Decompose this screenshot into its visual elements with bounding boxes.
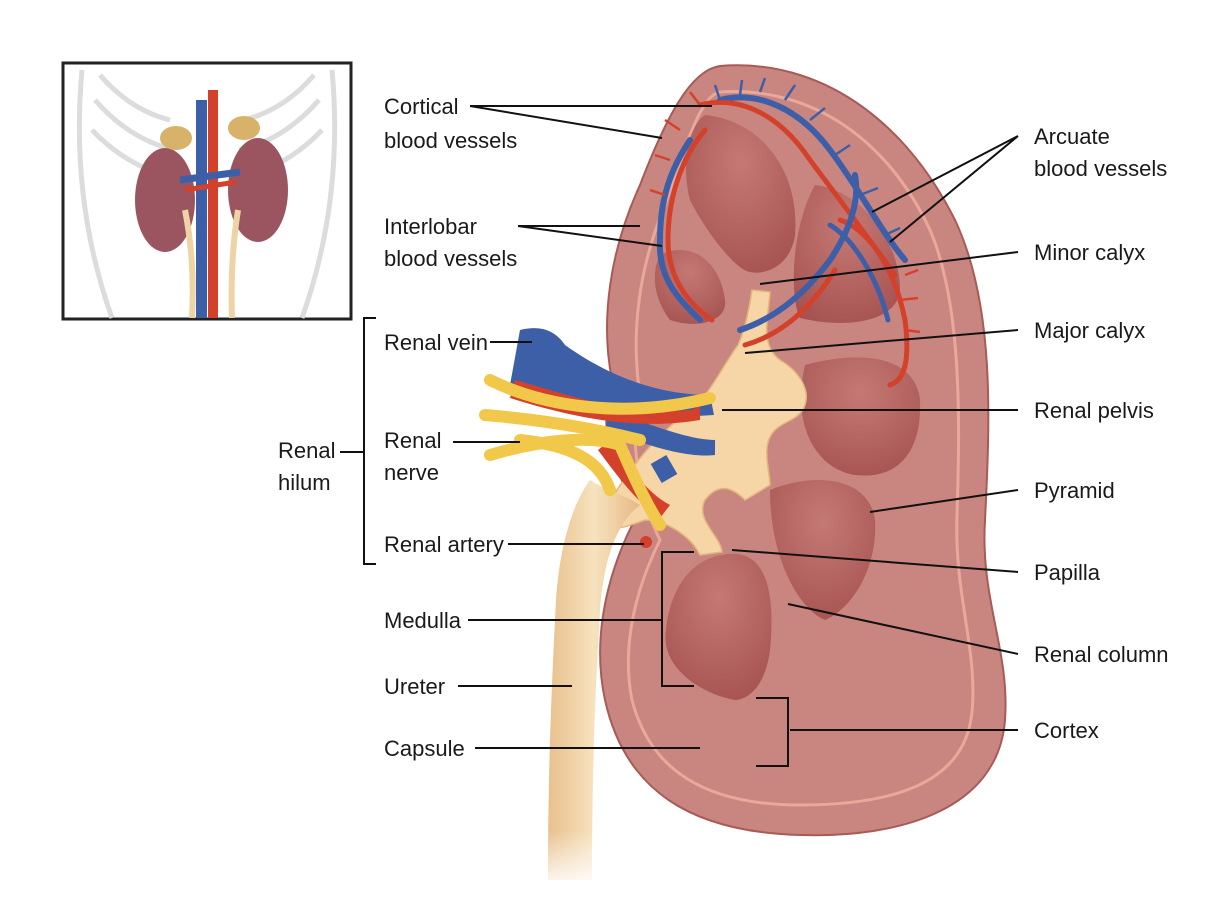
- pyramid-top: [685, 115, 796, 273]
- label-papilla: Papilla: [1034, 560, 1101, 585]
- label-major-calyx: Major calyx: [1034, 318, 1145, 343]
- inset-body-view: [61, 61, 353, 321]
- label-cortex: Cortex: [1034, 718, 1099, 743]
- ureter-shape: [548, 480, 640, 880]
- leader-papilla: [731, 549, 1019, 573]
- label-cortical-line2: blood vessels: [384, 128, 517, 153]
- label-medulla: Medulla: [384, 608, 462, 633]
- inset-vena-cava: [196, 100, 207, 318]
- medulla-bracket: [661, 551, 694, 687]
- hilum-bracket: [340, 317, 376, 565]
- kidney-section: [479, 64, 1007, 890]
- label-pyramid: Pyramid: [1034, 478, 1115, 503]
- renal-nerve-icon: [479, 374, 716, 531]
- labels-left: Cortical blood vessels Interlobar blood …: [278, 94, 517, 761]
- label-renal-artery: Renal artery: [384, 532, 504, 557]
- inset-ureter-right: [228, 209, 241, 319]
- cortex-bracket: [756, 697, 789, 767]
- leader-interlobar: [517, 225, 663, 247]
- label-interlobar-line2: blood vessels: [384, 246, 517, 271]
- cortical-vessel-twigs: [649, 77, 921, 334]
- label-capsule: Capsule: [384, 736, 465, 761]
- label-renal-nerve-line2: nerve: [384, 460, 439, 485]
- label-interlobar-line1: Interlobar: [384, 214, 477, 239]
- label-ureter: Ureter: [384, 674, 445, 699]
- pyramid-middle: [770, 480, 876, 620]
- leader-lines: [340, 105, 1019, 767]
- label-renal-vein: Renal vein: [384, 330, 488, 355]
- inset-aorta: [208, 90, 218, 318]
- labels-right: Arcuate blood vessels Minor calyx Major …: [1034, 124, 1169, 743]
- label-minor-calyx: Minor calyx: [1034, 240, 1145, 265]
- pyramid-bottom: [665, 553, 772, 700]
- label-cortical-line1: Cortical: [384, 94, 459, 119]
- inset-renal-arteries: [184, 179, 237, 193]
- ureter-fade: [540, 830, 602, 890]
- leader-arcuate: [871, 135, 1019, 243]
- leader-renal-column: [787, 603, 1019, 655]
- leader-pyramid: [869, 489, 1019, 513]
- renal-pelvis-shape: [599, 289, 807, 556]
- inset-renal-veins: [179, 168, 241, 184]
- label-renal-nerve-line1: Renal: [384, 428, 441, 453]
- inset-ureter-left: [182, 209, 196, 319]
- cortex-inner-boundary: [626, 90, 975, 807]
- leader-cortical: [469, 105, 712, 139]
- label-renal-pelvis: Renal pelvis: [1034, 398, 1154, 423]
- inset-kidney-right: [228, 116, 288, 242]
- label-renal-hilum-line1: Renal: [278, 438, 335, 463]
- inset-kidney-left: [135, 126, 195, 252]
- label-arcuate-line2: blood vessels: [1034, 156, 1167, 181]
- label-arcuate-line1: Arcuate: [1034, 124, 1110, 149]
- leader-major-calyx: [744, 329, 1019, 354]
- label-renal-hilum-line2: hilum: [278, 470, 331, 495]
- leader-minor-calyx: [759, 251, 1019, 285]
- arcuate-vessels: [656, 94, 910, 388]
- label-renal-column: Renal column: [1034, 642, 1169, 667]
